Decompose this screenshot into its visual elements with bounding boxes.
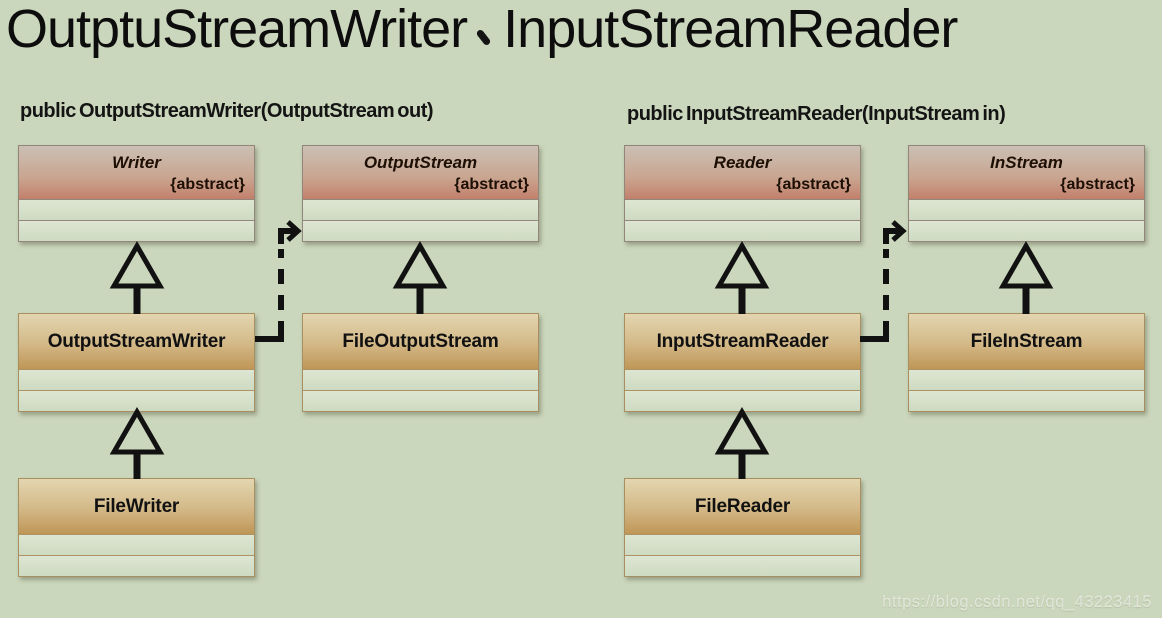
page-title: OutptuStreamWriter、InputStreamReader <box>6 0 958 60</box>
fields-compartment <box>909 199 1144 220</box>
class-name: InStream <box>990 153 1063 172</box>
generalization-arrow <box>714 240 770 314</box>
methods-compartment <box>19 220 254 241</box>
class-box-fileinstream: FileInStream <box>908 313 1145 412</box>
class-header: OutputStream {abstract} <box>303 146 538 199</box>
methods-compartment <box>303 220 538 241</box>
fields-compartment <box>19 199 254 220</box>
generalization-arrow <box>392 240 448 314</box>
class-box-writer: Writer {abstract} <box>18 145 255 242</box>
generalization-arrow <box>109 240 165 314</box>
class-box-instream: InStream {abstract} <box>908 145 1145 242</box>
left-constructor-signature: public OutputStreamWriter(OutputStream o… <box>20 100 434 122</box>
page-title-part1: OutptuStreamWriter <box>6 0 468 59</box>
fields-compartment <box>19 534 254 555</box>
class-box-outputstreamwriter: OutputStreamWriter <box>18 313 255 412</box>
class-box-filereader: FileReader <box>624 478 861 577</box>
methods-compartment <box>19 390 254 411</box>
watermark: https://blog.csdn.net/qq_43223415 <box>882 593 1152 611</box>
generalization-arrow <box>998 240 1054 314</box>
class-header: FileOutputStream <box>303 314 538 369</box>
page-title-part2: InputStreamReader <box>503 0 958 59</box>
ideographic-comma-icon: 、 <box>467 7 503 47</box>
class-stereotype: {abstract} <box>776 176 851 193</box>
class-name: OutputStream <box>363 153 478 172</box>
fields-compartment <box>303 369 538 390</box>
class-stereotype: {abstract} <box>1060 176 1135 193</box>
class-name: Writer <box>112 153 161 172</box>
fields-compartment <box>625 199 860 220</box>
methods-compartment <box>909 390 1144 411</box>
class-box-outputstream: OutputStream {abstract} <box>302 145 539 242</box>
fields-compartment <box>909 369 1144 390</box>
class-name: InputStreamReader <box>656 330 829 352</box>
methods-compartment <box>625 555 860 576</box>
class-name: FileOutputStream <box>342 330 499 352</box>
class-header: InStream {abstract} <box>909 146 1144 199</box>
methods-compartment <box>19 555 254 576</box>
class-header: Reader {abstract} <box>625 146 860 199</box>
class-stereotype: {abstract} <box>454 176 529 193</box>
class-name: FileWriter <box>93 495 180 517</box>
class-name: OutputStreamWriter <box>47 330 226 352</box>
methods-compartment <box>625 220 860 241</box>
class-box-reader: Reader {abstract} <box>624 145 861 242</box>
fields-compartment <box>303 199 538 220</box>
class-header: FileReader <box>625 479 860 534</box>
fields-compartment <box>625 534 860 555</box>
fields-compartment <box>19 369 254 390</box>
class-name: Reader <box>713 153 772 172</box>
methods-compartment <box>303 390 538 411</box>
generalization-arrow <box>109 406 165 479</box>
generalization-arrow <box>714 406 770 479</box>
dashed-dependency-arrow <box>255 220 302 342</box>
class-name: FileReader <box>694 495 791 517</box>
class-box-fileoutputstream: FileOutputStream <box>302 313 539 412</box>
class-box-inputstreamreader: InputStreamReader <box>624 313 861 412</box>
fields-compartment <box>625 369 860 390</box>
class-header: FileInStream <box>909 314 1144 369</box>
class-header: InputStreamReader <box>625 314 860 369</box>
class-name: FileInStream <box>970 330 1083 352</box>
class-header: OutputStreamWriter <box>19 314 254 369</box>
class-stereotype: {abstract} <box>170 176 245 193</box>
class-box-filewriter: FileWriter <box>18 478 255 577</box>
methods-compartment <box>625 390 860 411</box>
methods-compartment <box>909 220 1144 241</box>
dashed-dependency-arrow <box>860 220 907 342</box>
right-constructor-signature: public InputStreamReader(InputStream in) <box>627 103 1006 125</box>
class-header: Writer {abstract} <box>19 146 254 199</box>
class-header: FileWriter <box>19 479 254 534</box>
